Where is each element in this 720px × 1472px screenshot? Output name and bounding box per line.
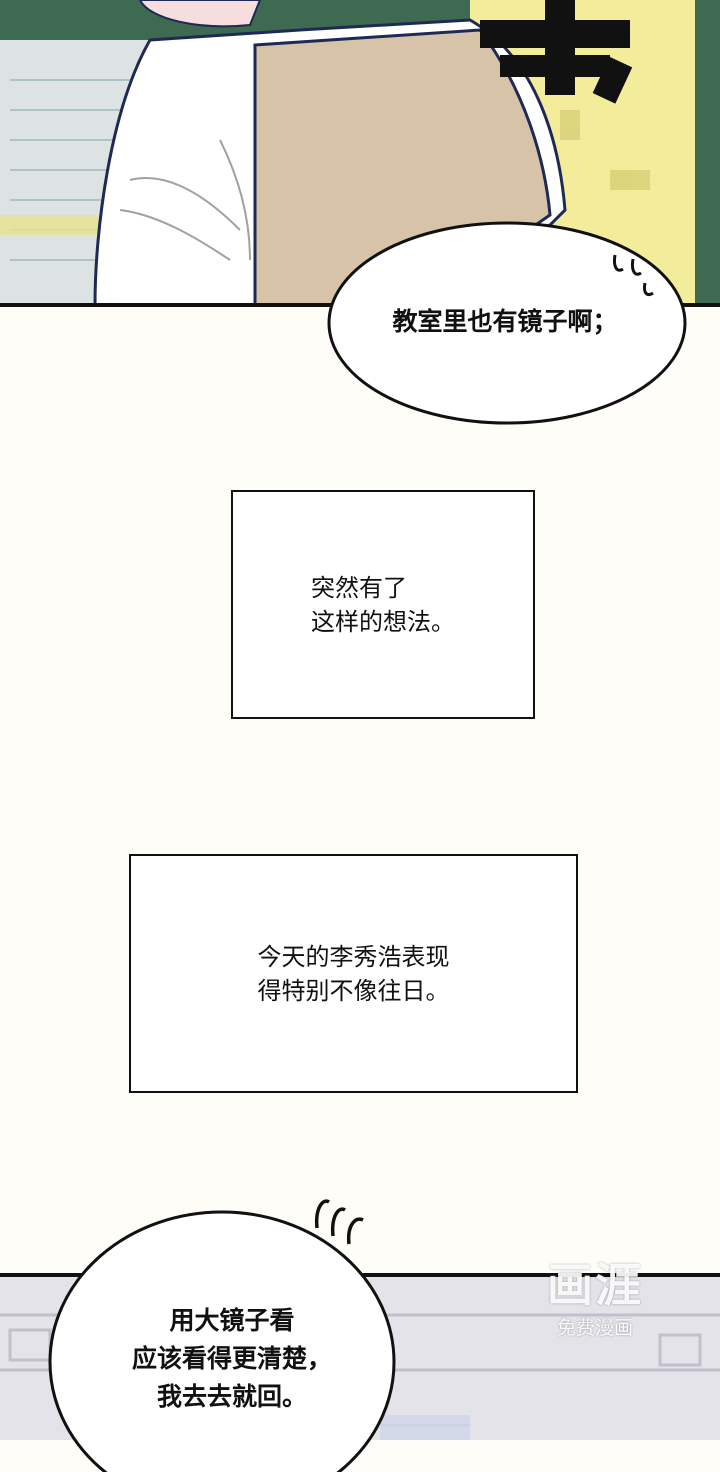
speech-bubble-bottom xyxy=(48,1210,396,1472)
speech-bubble-bottom-text: 用大镜子看 应该看得更清楚， 我去去就回。 xyxy=(131,1306,332,1411)
narration-box-1-text: 突然有了 这样的想法。 xyxy=(311,573,455,636)
top-comic-panel xyxy=(0,0,720,305)
speech-bubble-top-text: 教室里也有镜子啊； xyxy=(392,307,618,336)
narration-box-2-text: 今天的李秀浩表现 得特别不像往日。 xyxy=(257,942,450,1005)
speech-bubble-top xyxy=(327,221,687,425)
top-panel-artwork xyxy=(0,0,720,305)
watermark-subtitle: 免费漫画 xyxy=(556,1317,633,1339)
watermark-logo: 画涯 xyxy=(547,1258,643,1312)
sweat-marks-icon xyxy=(613,254,654,297)
narration-box-1: 突然有了 这样的想法。 xyxy=(231,490,535,719)
watermark: 画涯 免费漫画 xyxy=(530,1255,660,1355)
narration-box-2: 今天的李秀浩表现 得特别不像往日。 xyxy=(129,854,578,1093)
motion-lines-icon xyxy=(314,1199,364,1245)
